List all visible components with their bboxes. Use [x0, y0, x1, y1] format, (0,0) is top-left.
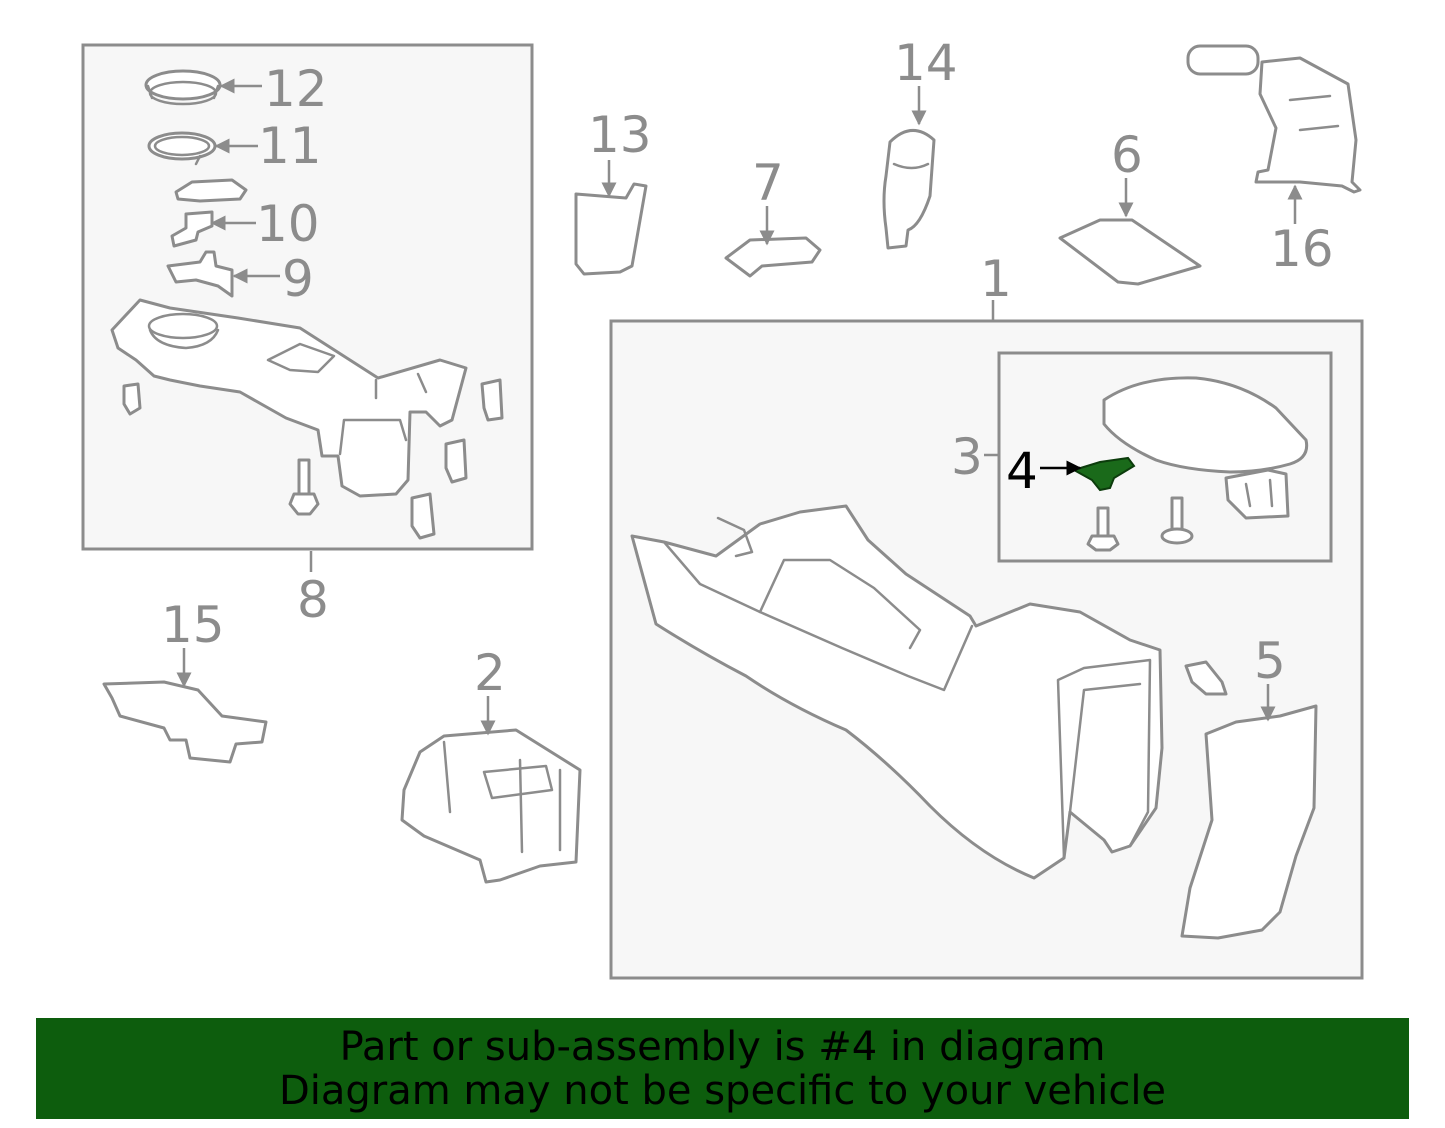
- callout-16: 16: [1270, 220, 1334, 278]
- clip-a: [122, 382, 142, 416]
- callout-3: 3: [951, 428, 983, 486]
- console-body: [630, 504, 1164, 880]
- banner-line-2: Diagram may not be specific to your vehi…: [278, 1067, 1167, 1114]
- part-9-bracket: [166, 250, 234, 298]
- banner-line-1: Part or sub-assembly is #4 in diagram: [339, 1023, 1106, 1070]
- part-7-cover: [724, 236, 822, 278]
- part-12-ring: [144, 69, 222, 106]
- small-cover: [174, 178, 248, 203]
- callout-14: 14: [894, 34, 958, 92]
- callout-1: 1: [980, 250, 1012, 308]
- part-5-panel: [1180, 704, 1318, 940]
- part-2-bracket: [400, 728, 582, 884]
- part-15-bracket: [102, 680, 268, 764]
- clip-b: [480, 378, 504, 422]
- callout-15: 15: [161, 596, 225, 654]
- bolt-b: [1160, 496, 1194, 545]
- bolt-box-8: [288, 458, 320, 516]
- assembly-1-box: [609, 319, 1364, 980]
- bolt-a: [1086, 506, 1120, 552]
- clip-d: [410, 492, 436, 540]
- small-clip: [1184, 660, 1228, 696]
- callout-4: 4: [1006, 442, 1038, 500]
- callout-7: 7: [752, 154, 784, 212]
- callout-12: 12: [264, 60, 328, 118]
- info-banner: Part or sub-assembly is #4 in diagram Di…: [36, 1018, 1409, 1119]
- callout-5: 5: [1254, 632, 1286, 690]
- callout-10: 10: [256, 195, 320, 253]
- upper-console-panel: [110, 298, 468, 498]
- callout-8: 8: [297, 571, 329, 629]
- callout-9: 9: [282, 250, 314, 308]
- parts-diagram: 12 11 10 9 8 13 7 14 6 16 1 3 4 15 2 5: [81, 34, 1364, 980]
- part-14-shift-knob: [882, 129, 936, 250]
- clip-c: [444, 438, 468, 484]
- part-13-bracket: [574, 182, 648, 276]
- callout-11: 11: [258, 117, 322, 175]
- armrest-lid: [1102, 376, 1309, 520]
- subassembly-8-box: [81, 43, 534, 551]
- part-16-bracket: [1186, 44, 1362, 194]
- part-6-pad: [1058, 218, 1202, 286]
- callout-2: 2: [474, 644, 506, 702]
- part-4-hinge-highlighted: [1071, 456, 1136, 492]
- callout-6: 6: [1111, 126, 1143, 184]
- callout-13: 13: [588, 106, 652, 164]
